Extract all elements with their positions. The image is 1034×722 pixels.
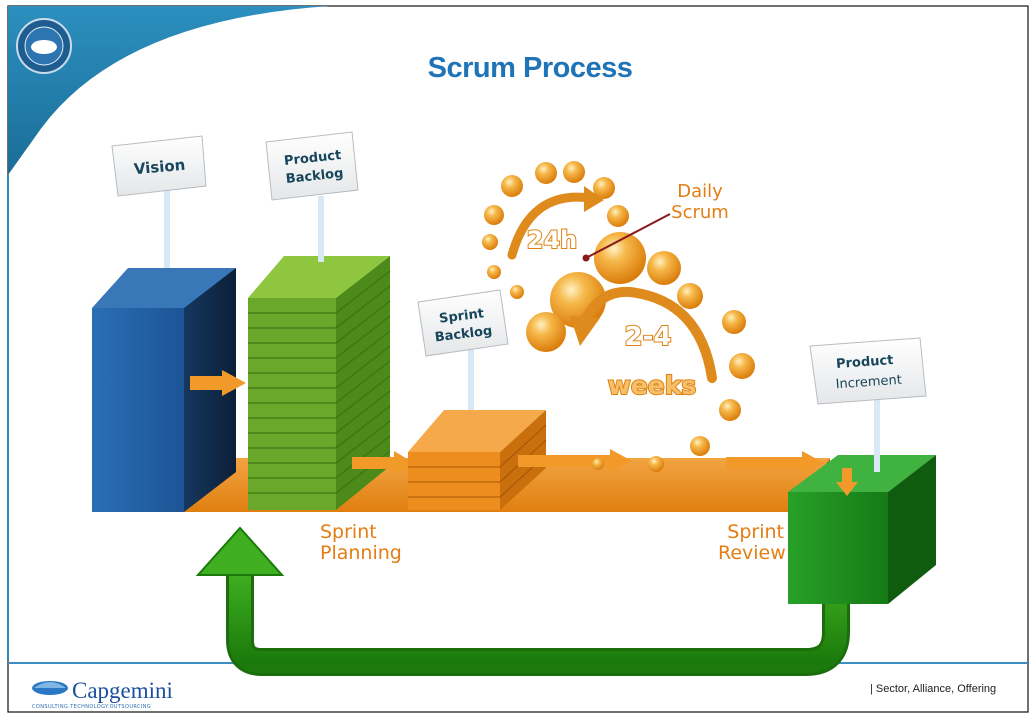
product-increment-sign-line1: Product (836, 353, 894, 372)
sprint-review-line1: Sprint (727, 521, 784, 543)
product-backlog-stack (248, 256, 391, 510)
cycle-ball (729, 353, 755, 379)
cycle-ball (647, 251, 681, 285)
return-arrow-icon (195, 526, 850, 676)
daily-scrum-line1: Daily (677, 181, 723, 202)
corner-band (8, 6, 330, 175)
daily-scrum-pointer (582, 213, 671, 262)
daily-cycle-arrow (507, 186, 604, 260)
cycle-ball (594, 232, 646, 284)
sprint-unit-label: weeks (608, 371, 697, 400)
cycle-ball (487, 265, 501, 279)
sprint-backlog-sign-line1: Sprint (438, 306, 485, 326)
sprint-planning-line2: Planning (320, 542, 402, 564)
arrow-to-increment (726, 451, 824, 475)
cycle-ball (677, 283, 703, 309)
seal-icon (16, 18, 72, 74)
sprint-backlog-stack (408, 410, 547, 510)
daily-scrum-line2: Scrum (671, 202, 729, 223)
arrow-down-into-increment (836, 468, 858, 496)
sprint-backlog-sign: Sprint Backlog (417, 289, 509, 357)
sprint-review-line2: Review (718, 542, 786, 564)
product-backlog-sign: Product Backlog (265, 131, 359, 201)
daily-cycle-balls (482, 161, 755, 472)
cycle-ball (607, 205, 629, 227)
cycle-ball (526, 312, 566, 352)
cycle-ball (535, 162, 557, 184)
cycle-ball (719, 399, 741, 421)
sprint-backlog-sign-line2: Backlog (434, 324, 493, 346)
product-backlog-sign-line2: Backlog (285, 166, 344, 187)
sign-poles (164, 188, 880, 472)
product-backlog-sign-line1: Product (283, 148, 342, 169)
slide-title: Scrum Process (427, 52, 633, 84)
sprint-review-label: Sprint Review (718, 521, 786, 564)
cycle-ball (510, 285, 524, 299)
vision-sign: Vision (111, 135, 207, 197)
sprint-planning-label: Sprint Planning (320, 522, 402, 564)
cycle-ball (482, 234, 498, 250)
capgemini-tagline: CONSULTING.TECHNOLOGY.OUTSOURCING (32, 704, 152, 710)
cycle-ball (501, 175, 523, 197)
arrow-to-sprint-backlog (352, 451, 414, 475)
vision-sign-label: Vision (133, 156, 186, 178)
arrow-to-cycle (518, 449, 632, 473)
vision-block (92, 268, 236, 512)
capgemini-logo-text: Capgemini (72, 678, 173, 703)
cycle-ball (648, 456, 664, 472)
sprint-planning-line1: Sprint (320, 521, 377, 543)
daily-hours-label: 24h (527, 226, 577, 254)
cycle-ball (593, 177, 615, 199)
product-increment-sign: Product Increment (809, 337, 927, 405)
arrow-to-backlog (190, 370, 246, 396)
cycle-ball (592, 458, 604, 470)
product-increment-sign-line2: Increment (835, 373, 902, 393)
capgemini-logo-icon (32, 681, 68, 695)
cycle-ball (563, 161, 585, 183)
cycle-ball (722, 310, 746, 334)
product-increment-block (788, 455, 936, 604)
footer-sector-text: | Sector, Alliance, Offering (870, 683, 997, 695)
cycle-ball (484, 205, 504, 225)
sprint-length-label: 2-4 (625, 322, 672, 352)
sprint-cycle-arrow (570, 286, 717, 383)
cycle-ball (690, 436, 710, 456)
